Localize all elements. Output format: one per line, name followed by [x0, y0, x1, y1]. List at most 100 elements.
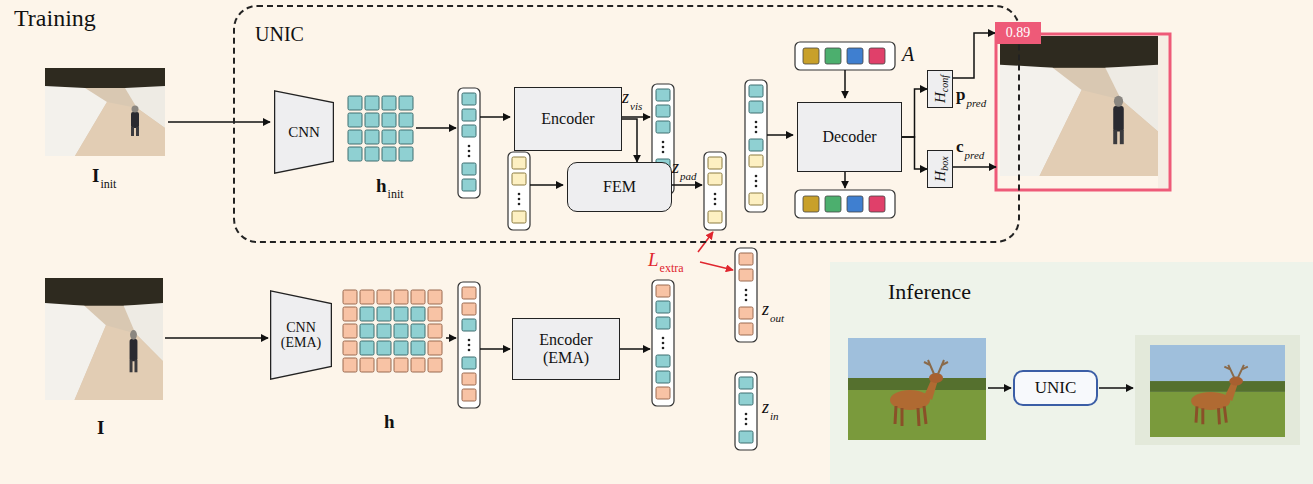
- trapezoid-shape: [275, 91, 334, 173]
- token: [739, 269, 753, 281]
- label-text: init: [388, 187, 404, 201]
- ellipsis-dot: [714, 203, 717, 206]
- feature-cell: [365, 130, 379, 144]
- token-column: [745, 80, 767, 212]
- ellipsis-dot: [518, 193, 521, 196]
- subscript: conf: [939, 75, 950, 92]
- feature-cell: [377, 324, 391, 338]
- label-text: pred: [965, 149, 985, 161]
- padded-ground: [1135, 335, 1300, 445]
- feature-cell: [365, 96, 379, 110]
- ellipsis-dot: [468, 145, 471, 148]
- node-label: Inference: [888, 280, 971, 304]
- token: [749, 85, 763, 97]
- feature-cell: [377, 341, 391, 355]
- trapezoid-shape: [271, 291, 332, 379]
- token-column: [704, 152, 726, 230]
- feature-cell: [360, 341, 374, 355]
- token: [708, 173, 722, 185]
- ellipsis-dot: [468, 344, 471, 347]
- node-label: CNN: [288, 124, 320, 141]
- subscript-label: out: [770, 309, 784, 325]
- token: [462, 163, 476, 175]
- cnn-trapezoid: CNN: [274, 90, 334, 174]
- inference-panel: InferenceUNIC: [830, 262, 1313, 484]
- feature-cell: [399, 130, 413, 144]
- text-label: I: [97, 418, 104, 437]
- cnn-trapezoid: CNN (EMA): [270, 290, 332, 380]
- ellipsis-dot: [518, 198, 521, 201]
- ellipsis-dot: [662, 347, 665, 350]
- ellipsis-dot: [468, 155, 471, 158]
- token: [749, 139, 763, 151]
- query-row: [795, 190, 895, 218]
- token-column: [458, 88, 480, 198]
- node-label: Encoder: [541, 110, 594, 128]
- flow-arrow: [767, 134, 793, 136]
- flow-arrow: [416, 127, 456, 129]
- token: [462, 109, 476, 121]
- feature-cell: [428, 358, 442, 372]
- feature-cell: [377, 307, 391, 321]
- flow-connector: [902, 89, 927, 137]
- subscript-label: init: [388, 185, 404, 201]
- token: [739, 431, 753, 443]
- token: [462, 287, 476, 299]
- head-label: Hconf: [932, 75, 948, 103]
- flow-arrow: [620, 348, 650, 350]
- subscript-label: pred: [965, 146, 985, 162]
- flow-connector: [953, 33, 995, 78]
- ellipsis-dot: [755, 175, 758, 178]
- query-token: [847, 196, 863, 212]
- photo-full: [45, 278, 163, 400]
- token: [512, 173, 526, 185]
- text-label: Training: [14, 6, 96, 30]
- feature-cell: [343, 358, 357, 372]
- prediction-box: [996, 34, 1170, 190]
- text-label: z: [672, 158, 679, 176]
- ellipsis-dot: [755, 121, 758, 124]
- feature-cell: [360, 324, 374, 338]
- label-text: pad: [680, 170, 697, 182]
- label-text: z: [762, 397, 769, 417]
- token: [656, 121, 670, 133]
- node-label: CNN (EMA): [277, 320, 325, 351]
- feature-cell: [411, 290, 425, 304]
- subscript-label: pad: [680, 167, 697, 183]
- feature-cell: [428, 290, 442, 304]
- ellipsis-dot: [745, 299, 748, 302]
- token: [512, 157, 526, 169]
- label-text: h: [376, 175, 387, 196]
- text-label: p: [956, 86, 965, 103]
- inference-ground: [830, 262, 1313, 484]
- subscript-label: pred: [966, 94, 986, 110]
- feature-cell: [377, 290, 391, 304]
- score-tag: 0.89: [995, 22, 1041, 44]
- flow-arrow: [620, 116, 650, 118]
- ellipsis-dot: [755, 180, 758, 183]
- token: [462, 357, 476, 369]
- node-label: 0.89: [1006, 25, 1031, 40]
- label-text: L: [648, 249, 659, 270]
- token: [749, 101, 763, 113]
- text-label: I: [92, 166, 99, 185]
- token-column: [735, 372, 757, 450]
- feature-cell: [343, 324, 357, 338]
- feature-cell: [348, 147, 362, 161]
- flow-connector: [622, 119, 637, 162]
- feature-cell: [394, 341, 408, 355]
- padding-strip: [1158, 36, 1168, 188]
- model-box: UNIC: [1013, 370, 1098, 406]
- feature-cell: [348, 96, 362, 110]
- token: [656, 89, 670, 101]
- ellipsis-dot: [662, 337, 665, 340]
- feature-cell: [360, 358, 374, 372]
- head-box: Hconf: [927, 70, 953, 108]
- node-label: Decoder: [822, 128, 876, 146]
- node-label: Encoder (EMA): [526, 331, 606, 366]
- symbol: H: [932, 92, 948, 103]
- token: [749, 155, 763, 167]
- feature-cell: [399, 147, 413, 161]
- ellipsis-dot: [755, 126, 758, 129]
